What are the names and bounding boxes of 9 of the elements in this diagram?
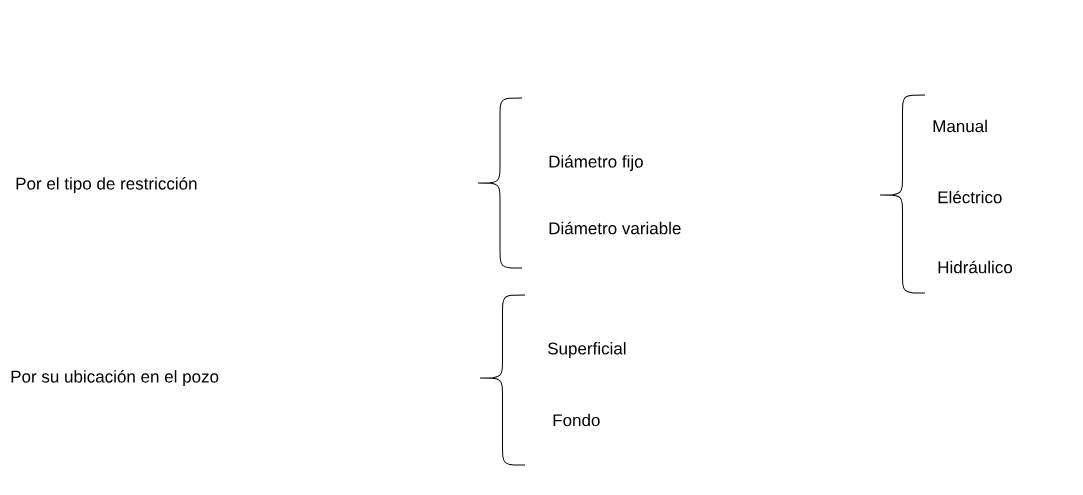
category-label: Por el tipo de restricción <box>16 176 197 193</box>
category-label: Diámetro fijo <box>549 154 643 171</box>
category-label: Hidráulico <box>938 260 1013 274</box>
category-label: Fondo <box>553 413 600 427</box>
category-label: Manual <box>933 119 987 133</box>
category-label: Por su ubicación en el pozo <box>11 370 219 386</box>
category-label: Superficial <box>548 342 626 358</box>
category-label: Diámetro variable <box>549 221 681 235</box>
category-label: Eléctrico <box>938 190 1002 204</box>
